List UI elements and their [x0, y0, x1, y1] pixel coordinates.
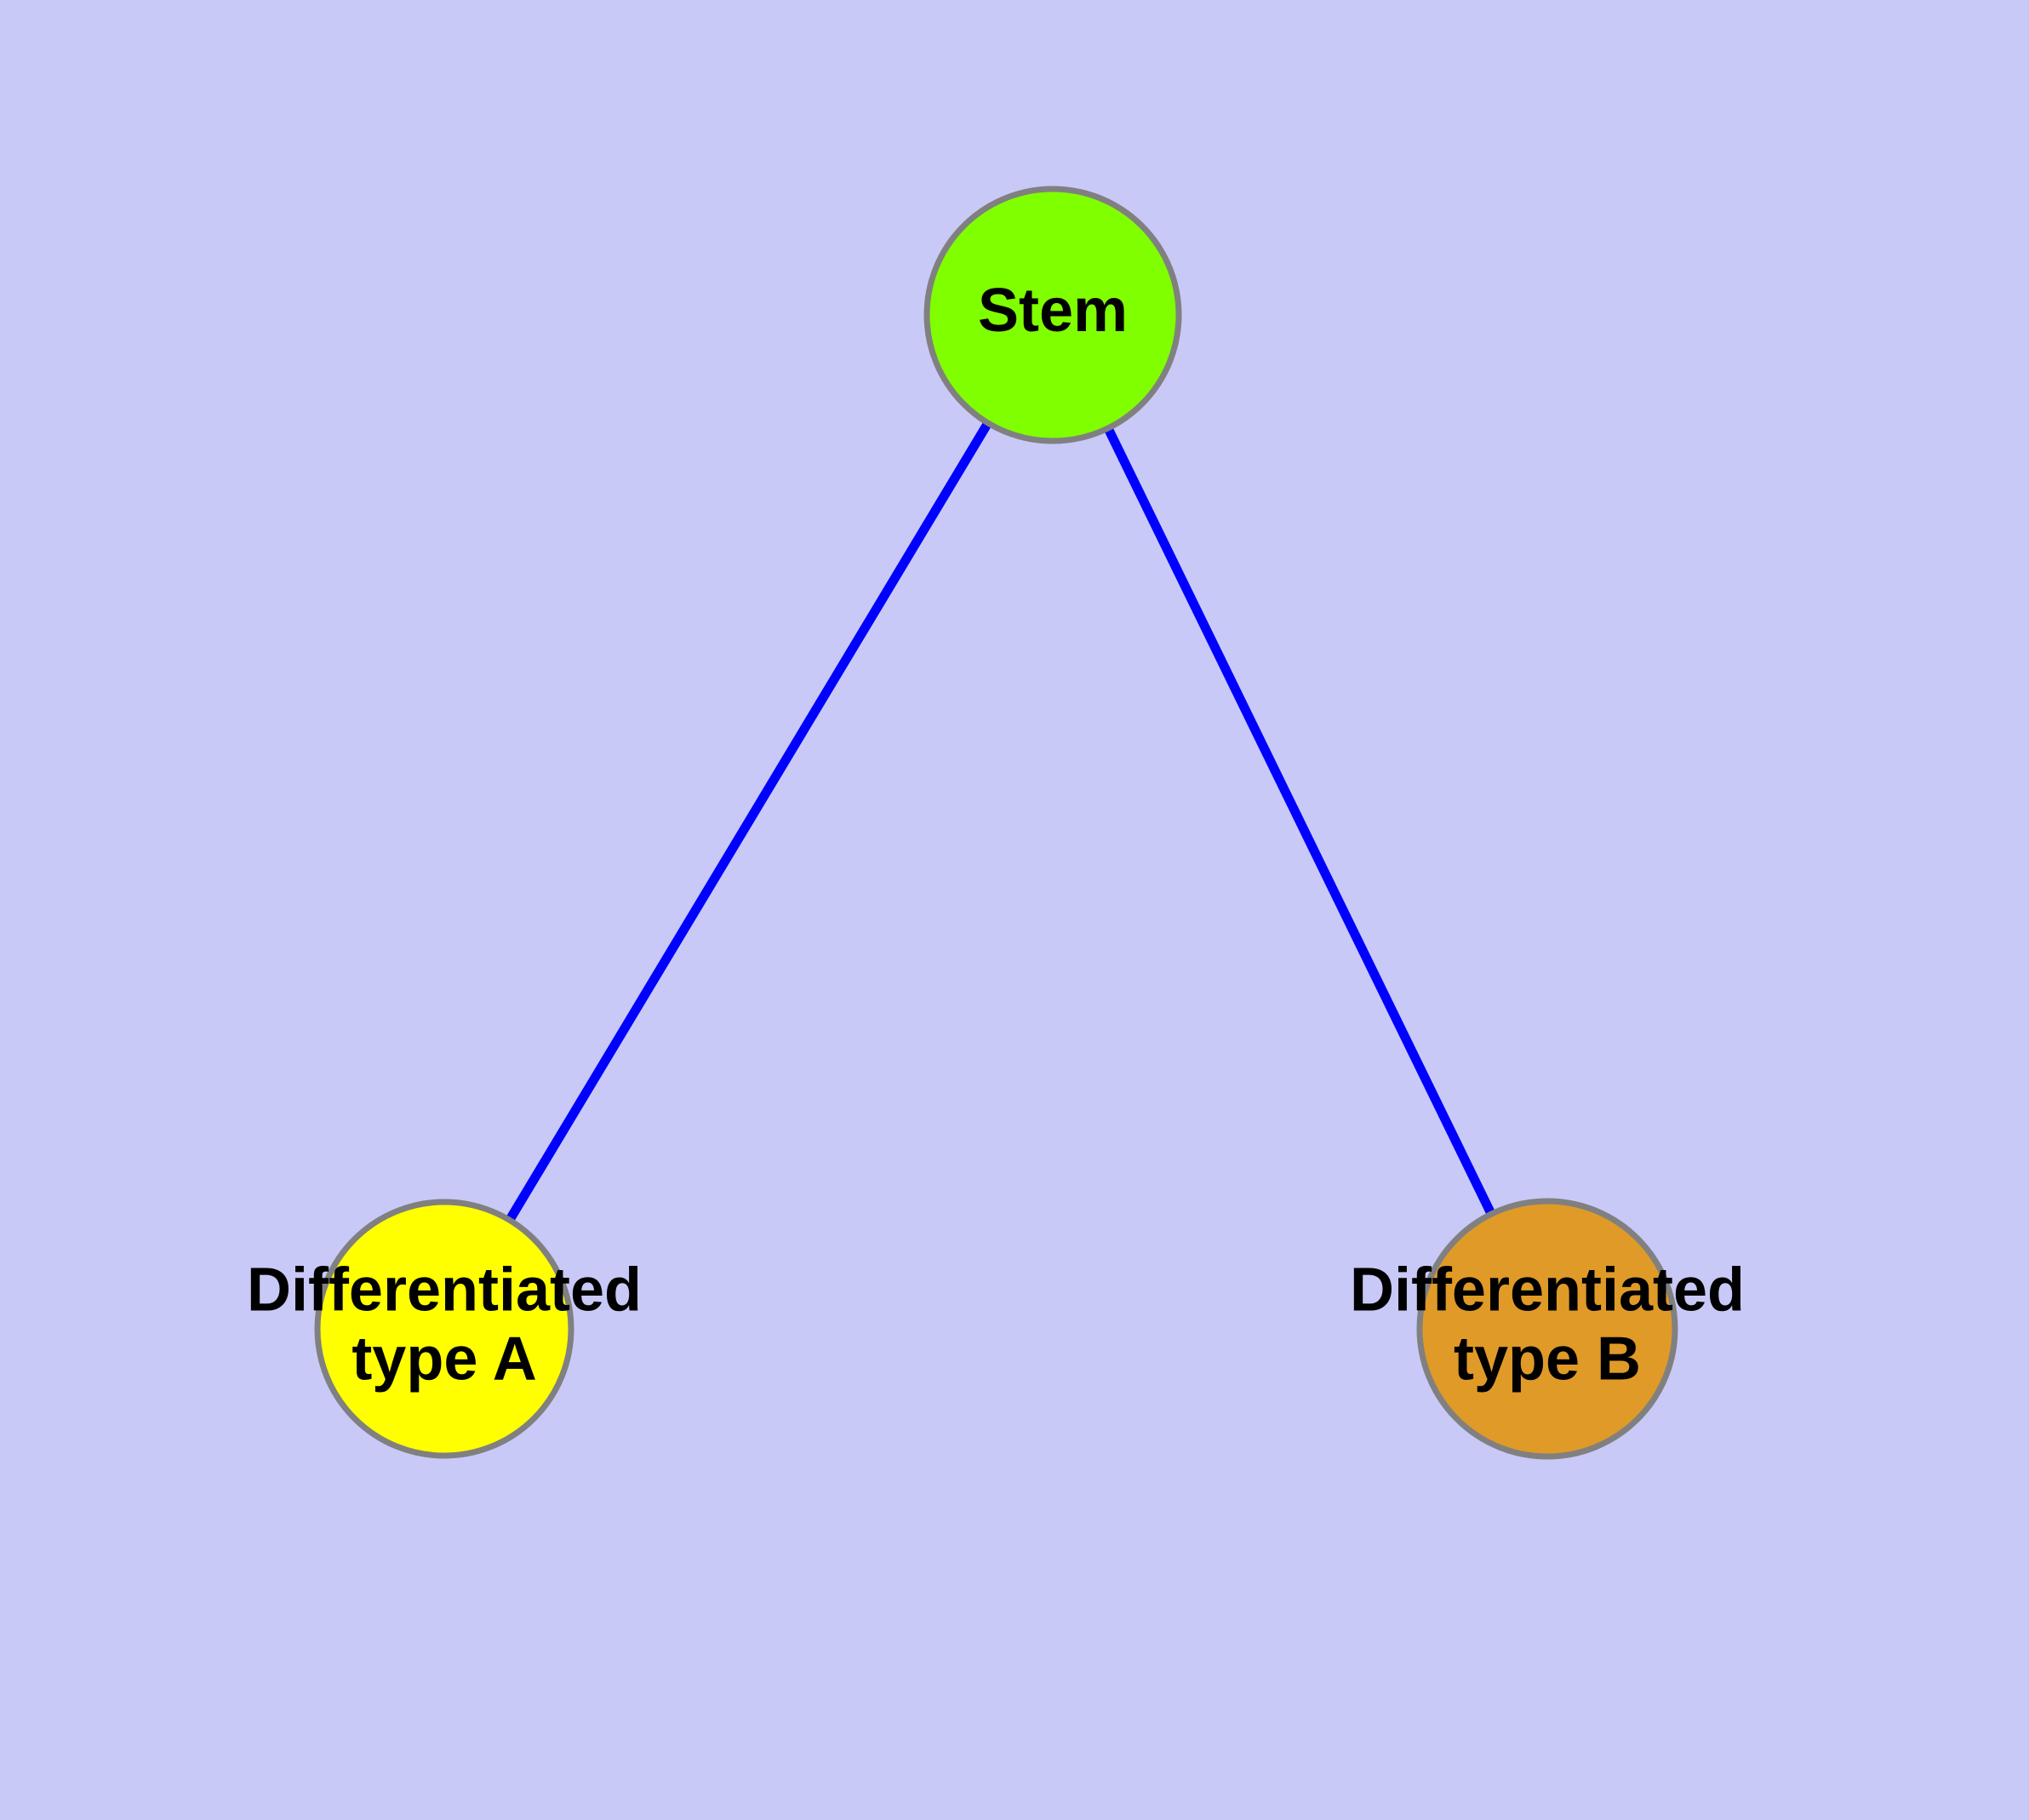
node-label-line: Stem [978, 277, 1128, 345]
node-label-line: Differentiated [247, 1256, 642, 1325]
node-label-stem: Stem [978, 277, 1128, 345]
node-label-line: type A [352, 1325, 536, 1393]
node-circle-differentiated-type-a[interactable] [314, 1199, 574, 1459]
node-label-line: type B [1454, 1325, 1641, 1393]
edge-stem-to-differentiated-type-b[interactable] [1049, 312, 1496, 1216]
edge-stem-to-differentiated-type-a[interactable] [505, 312, 1057, 1223]
node-stem[interactable]: Stem [923, 186, 1182, 444]
node-circle-stem[interactable] [923, 186, 1182, 444]
node-circle-differentiated-type-b[interactable] [1416, 1198, 1678, 1460]
edges-layer [505, 312, 1496, 1223]
node-label-line: Differentiated [1350, 1256, 1745, 1325]
